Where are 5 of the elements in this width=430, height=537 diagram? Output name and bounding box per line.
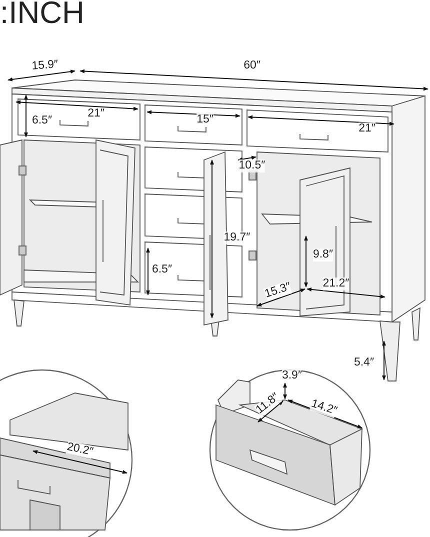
dimension-label: 21.2″: [322, 278, 350, 290]
dimension-label: 10.5″: [238, 160, 266, 172]
dimension-label: 9.8″: [312, 248, 334, 262]
unit-title: :INCH: [0, 0, 84, 29]
dimension-label: 19.7″: [224, 232, 250, 244]
